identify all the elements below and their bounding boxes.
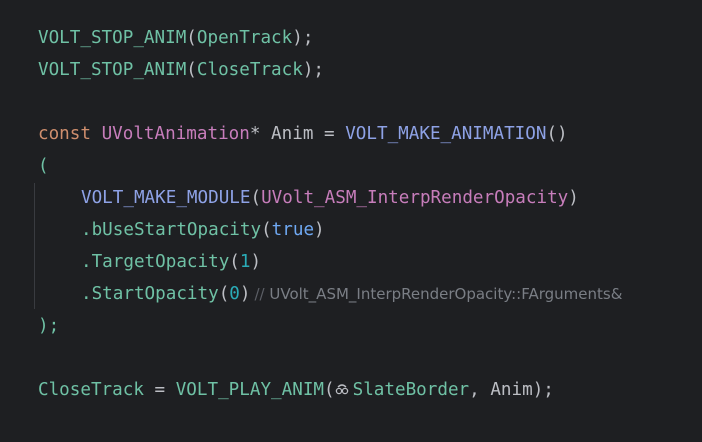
macro-argument: OpenTrack: [196, 28, 293, 48]
type-name: UVoltAnimation: [101, 124, 250, 144]
hint-text: UVolt_ASM_InterpRenderOpacity::FArgument…: [269, 285, 623, 303]
parens: (): [546, 124, 568, 144]
variable-name: CloseTrack: [38, 380, 144, 400]
method-name: bUseStartOpacity: [91, 220, 262, 240]
number-literal: 1: [239, 252, 251, 272]
bool-literal: true: [271, 220, 315, 240]
pointer-symbol: *: [249, 124, 261, 144]
paren-open: (: [250, 188, 262, 208]
macro-name: VOLT_MAKE_MODULE: [81, 188, 251, 208]
member-dot: .: [81, 284, 92, 304]
code-line-6[interactable]: VOLT_MAKE_MODULE(UVolt_ASM_InterpRenderO…: [81, 182, 579, 214]
paren-close: );: [292, 28, 314, 48]
paren-close: );: [302, 60, 325, 80]
inlay-type-hint: // UVolt_ASM_InterpRenderOpacity::FArgum…: [254, 285, 622, 303]
type-name: UVolt_ASM_InterpRenderOpacity: [261, 188, 569, 208]
code-line-4[interactable]: const UVoltAnimation* Anim = VOLT_MAKE_A…: [38, 118, 568, 150]
argument-name: Anim: [490, 380, 533, 400]
paren-open: (: [324, 380, 335, 400]
hint-separator: //: [254, 285, 265, 303]
macro-name: VOLT_PLAY_ANIM: [175, 380, 325, 400]
indent-guide: [34, 183, 35, 309]
paren-open: (: [229, 252, 240, 272]
method-name: StartOpacity: [91, 284, 219, 304]
code-line-7[interactable]: .bUseStartOpacity(true): [81, 214, 325, 246]
macro-name: VOLT_MAKE_ANIMATION: [345, 124, 547, 144]
member-dot: .: [81, 252, 92, 272]
paren-open: (: [261, 220, 272, 240]
assign-operator: =: [324, 124, 335, 144]
paren-close: ): [239, 284, 251, 304]
paren-close: ): [250, 252, 262, 272]
number-literal: 0: [229, 284, 240, 304]
code-line-10[interactable]: );: [38, 310, 59, 342]
assign-operator: =: [154, 380, 166, 400]
paren-close: ): [314, 220, 325, 240]
code-line-12[interactable]: CloseTrack = VOLT_PLAY_ANIM( SlateBorder,…: [38, 374, 554, 406]
argument-name: SlateBorder: [352, 380, 470, 400]
code-line-2[interactable]: VOLT_STOP_ANIM(CloseTrack);: [38, 54, 324, 86]
comma: ,: [469, 380, 480, 400]
code-line-1[interactable]: VOLT_STOP_ANIM(OpenTrack);: [38, 22, 313, 54]
keyword-const: const: [38, 124, 91, 144]
code-line-9[interactable]: .StartOpacity(0)// UVolt_ASM_InterpRende…: [81, 278, 622, 310]
macro-argument: CloseTrack: [196, 60, 303, 80]
member-dot: .: [81, 220, 92, 240]
method-name: TargetOpacity: [91, 252, 230, 272]
variable-name: Anim: [271, 124, 314, 144]
code-line-5[interactable]: (: [38, 150, 49, 182]
macro-name: VOLT_STOP_ANIM: [38, 28, 187, 48]
paren-close: ): [568, 188, 579, 208]
paren-close: );: [38, 316, 60, 336]
paren-open: (: [218, 284, 230, 304]
paren-close: );: [532, 380, 554, 400]
unreal-blueprint-icon[interactable]: [335, 382, 349, 396]
macro-name: VOLT_STOP_ANIM: [38, 60, 187, 80]
code-line-8[interactable]: .TargetOpacity(1): [81, 246, 261, 278]
paren-open: (: [38, 156, 49, 176]
paren-open: (: [186, 28, 197, 48]
paren-open: (: [186, 60, 197, 80]
